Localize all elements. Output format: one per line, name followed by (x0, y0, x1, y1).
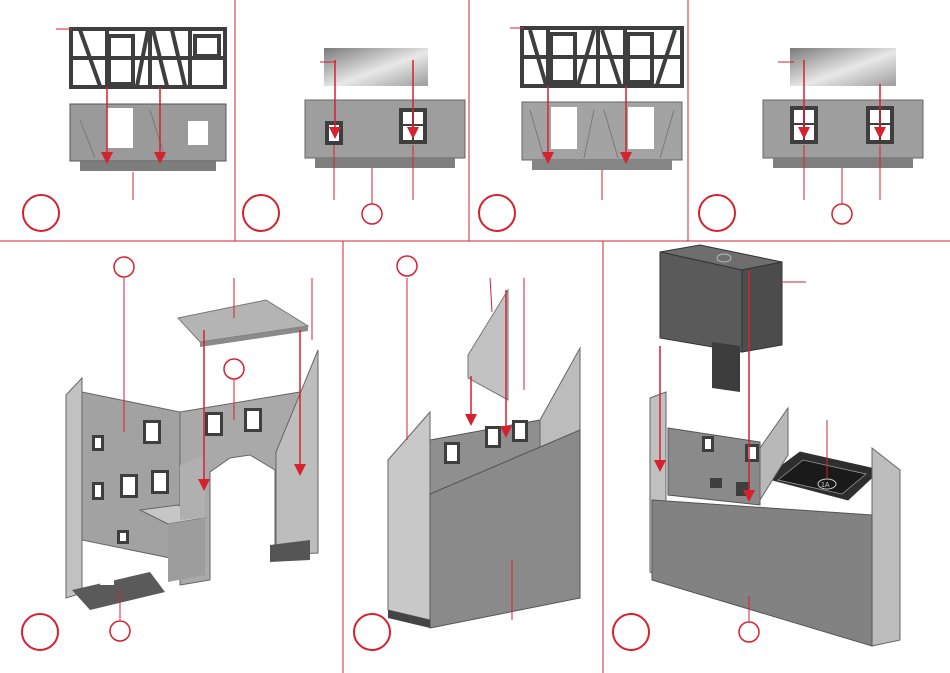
right-side-wall-part (872, 448, 900, 646)
right-side-wall-part (276, 350, 318, 555)
step-2-panel (243, 48, 465, 231)
step-1-panel (23, 29, 226, 231)
step-7-panel: 1A (613, 245, 900, 650)
step-6-panel (354, 256, 580, 650)
front-wall-part (652, 500, 872, 646)
wall-part (70, 104, 226, 171)
step-number-circle (22, 614, 58, 650)
part-callout-circle (362, 204, 382, 224)
step-number-circle (354, 614, 390, 650)
part-callout-circle (224, 359, 244, 379)
lid-label: 1A (821, 482, 830, 489)
left-side-wall-part (66, 378, 82, 598)
base-plate-part (72, 572, 165, 610)
glazing-sheet-part (790, 48, 896, 86)
part-callout-circle (397, 256, 417, 276)
wall-part (522, 102, 682, 170)
timber-frame-part (522, 28, 682, 86)
step-number-circle (699, 195, 735, 231)
part-callout-circle (739, 622, 759, 642)
wall-part (763, 100, 923, 168)
step-5-panel (22, 257, 318, 650)
step-number-circle (479, 195, 515, 231)
side-wall-part (388, 412, 430, 620)
part-callout-circle (114, 257, 134, 277)
step-number-circle (613, 614, 649, 650)
part-callout-circle (832, 204, 852, 224)
step-3-panel (479, 28, 682, 231)
step-4-panel (699, 48, 923, 231)
step-number-circle (23, 195, 59, 231)
wall-part (305, 100, 465, 168)
step-number-circle (243, 195, 279, 231)
part-callout-circle (110, 621, 130, 641)
timber-frame-part (71, 29, 225, 87)
gable-part (468, 290, 508, 400)
